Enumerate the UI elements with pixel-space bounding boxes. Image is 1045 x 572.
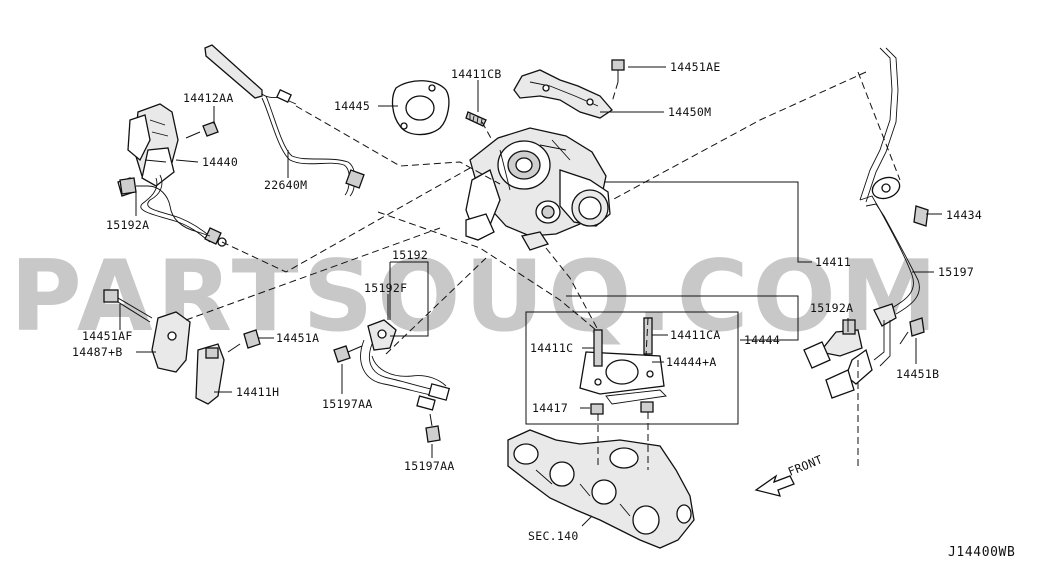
turbocharger-14411[interactable] [465,127,611,251]
sensor-22640M[interactable] [204,44,365,197]
label-15197[interactable]: 15197 [938,265,974,279]
bracket-14487B[interactable] [151,311,191,373]
label-14434[interactable]: 14434 [946,208,982,222]
label-14487B[interactable]: 14487+B [72,345,123,359]
heat-shield-14450M[interactable] [513,69,613,119]
bolt-14412AA[interactable] [185,121,219,139]
front-label: FRONT [786,452,825,479]
label-15192A-right[interactable]: 15192A [810,301,853,315]
label-14451AE[interactable]: 14451AE [670,60,721,74]
diagram-code: J14400WB [948,545,1015,560]
label-14411H[interactable]: 14411H [236,385,279,399]
bolt-14451AF[interactable] [103,289,153,323]
bolt-14451AE[interactable] [611,59,625,82]
stud-14411C[interactable] [593,329,603,367]
bracket-14411H[interactable] [195,343,225,405]
fitting-15192A-right[interactable] [803,319,873,399]
label-14411C[interactable]: 14411C [530,341,573,355]
label-14451AF[interactable]: 14451AF [82,329,133,343]
bolt-14451A[interactable] [227,329,261,353]
label-14445[interactable]: 14445 [334,99,370,113]
part-labels: 14412AA 14440 22640M 15192A 14445 14411C… [72,60,982,543]
label-15197AA-lower[interactable]: 15197AA [404,459,455,473]
label-14412AA[interactable]: 14412AA [183,91,234,105]
actuator-14440[interactable] [117,103,227,247]
bolt-15197AA-lower[interactable] [425,413,441,443]
label-15192A-left[interactable]: 15192A [106,218,149,232]
nut-14417[interactable] [590,401,654,415]
label-14450M[interactable]: 14450M [668,105,711,119]
front-direction-arrow: FRONT [754,452,825,497]
label-15192F[interactable]: 15192F [364,281,407,295]
bolt-15197AA-upper[interactable] [333,345,363,363]
bolt-14434[interactable] [913,205,929,227]
oil-pipe-15197[interactable] [859,47,920,367]
bolt-14451B[interactable] [899,317,925,345]
label-14451A[interactable]: 14451A [276,331,319,345]
label-15192[interactable]: 15192 [392,248,428,262]
label-22640M[interactable]: 22640M [264,178,307,192]
label-14440[interactable]: 14440 [202,155,238,169]
label-sec140[interactable]: SEC.140 [528,529,579,543]
pipe-15192[interactable] [360,319,451,411]
leader-lines [119,66,942,527]
label-14411[interactable]: 14411 [815,255,851,269]
label-14444A[interactable]: 14444+A [666,355,717,369]
watermark: PARTSOUQ.COM [10,240,941,354]
gasket-14445[interactable] [391,80,450,136]
label-14444[interactable]: 14444 [744,333,780,347]
label-14411CA[interactable]: 14411CA [670,328,721,342]
stud-14411CB[interactable] [465,111,487,127]
label-14411CB[interactable]: 14411CB [451,67,502,81]
gasket-14444A[interactable] [579,351,667,405]
label-14417[interactable]: 14417 [532,401,568,415]
label-15197AA-upper[interactable]: 15197AA [322,397,373,411]
label-14451B[interactable]: 14451B [896,367,939,381]
